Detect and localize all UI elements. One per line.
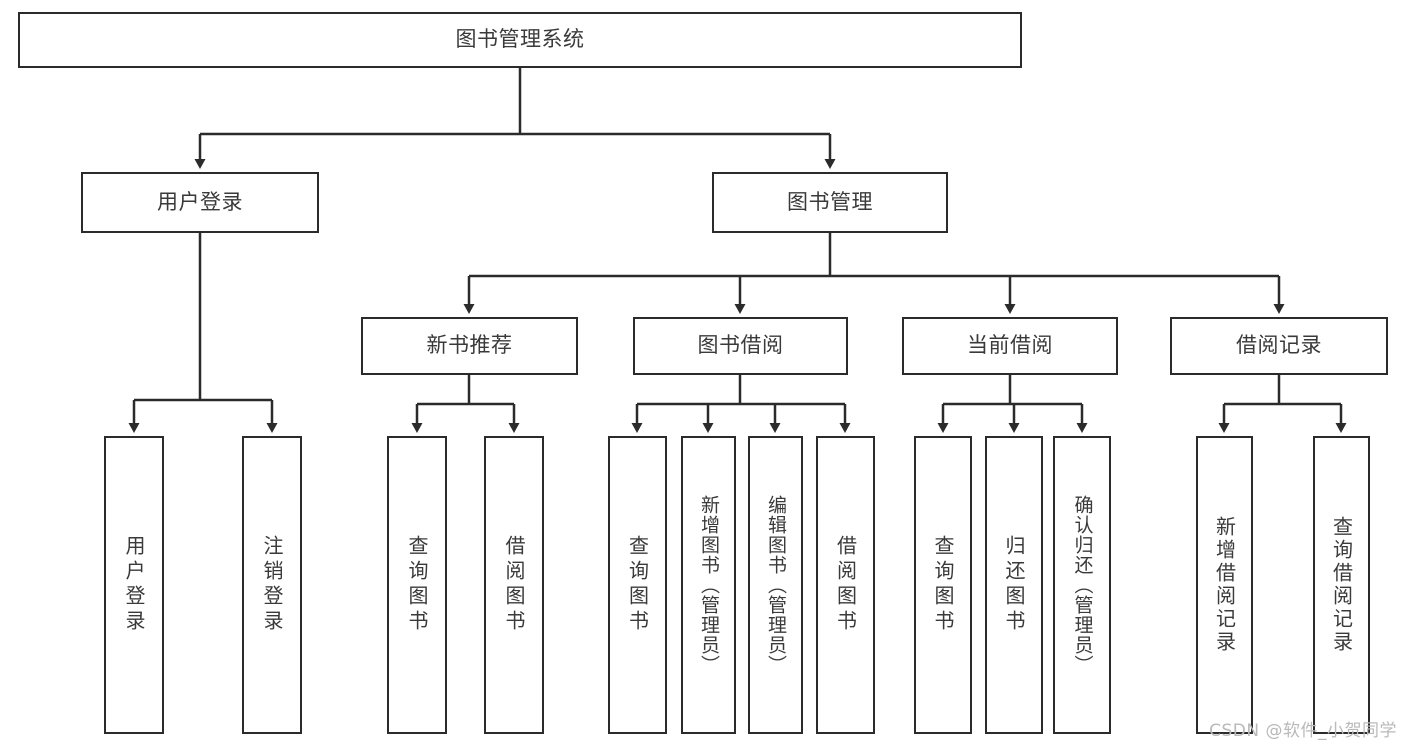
leaf-add-record[interactable]: 新增借阅记录 — [1196, 436, 1253, 734]
node-new-book-recommend-label: 新书推荐 — [426, 333, 513, 358]
leaf-user-login[interactable]: 用户登录 — [104, 436, 164, 734]
node-book-management[interactable]: 图书管理 — [712, 172, 948, 233]
leaf-confirm-return[interactable]: 确认归还（管理员） — [1053, 436, 1111, 734]
leaf-borrow-book-2-label: 借阅图书 — [833, 535, 858, 635]
edges-borrowrecord-to-leaves — [1218, 375, 1347, 433]
leaf-query-record-label: 查询借阅记录 — [1329, 516, 1354, 654]
node-current-borrow[interactable]: 当前借阅 — [902, 317, 1118, 375]
leaf-logout-label: 注销登录 — [260, 535, 284, 635]
node-book-management-label: 图书管理 — [787, 189, 873, 214]
leaf-borrow-book-1-label: 借阅图书 — [502, 535, 526, 635]
edges-newbook-to-leaves — [411, 375, 520, 433]
leaf-confirm-return-label: 确认归还（管理员） — [1071, 495, 1094, 675]
leaf-logout[interactable]: 注销登录 — [242, 436, 302, 734]
node-user-login[interactable]: 用户登录 — [81, 172, 319, 233]
node-book-borrow[interactable]: 图书借阅 — [633, 317, 848, 375]
leaf-add-book-label: 新增图书（管理员） — [698, 495, 720, 675]
leaf-add-record-label: 新增借阅记录 — [1212, 516, 1237, 654]
edges-bookborrow-to-leaves — [631, 375, 851, 433]
leaf-edit-book[interactable]: 编辑图书（管理员） — [748, 436, 803, 734]
leaf-borrow-book-2[interactable]: 借阅图书 — [816, 436, 875, 734]
edges-root-to-level1 — [194, 68, 836, 169]
leaf-query-book-3[interactable]: 查询图书 — [914, 436, 972, 734]
leaf-edit-book-label: 编辑图书（管理员） — [765, 495, 787, 675]
node-borrow-record[interactable]: 借阅记录 — [1170, 317, 1388, 375]
leaf-query-book-1-label: 查询图书 — [405, 535, 429, 635]
node-user-login-label: 用户登录 — [157, 189, 243, 214]
leaf-query-book-1[interactable]: 查询图书 — [387, 436, 447, 734]
edges-bookmgmt-to-level2 — [463, 233, 1285, 314]
leaf-query-book-3-label: 查询图书 — [931, 535, 955, 635]
node-new-book-recommend[interactable]: 新书推荐 — [361, 317, 578, 375]
leaf-return-book-label: 归还图书 — [1002, 535, 1026, 635]
leaf-user-login-label: 用户登录 — [122, 535, 146, 635]
leaf-return-book[interactable]: 归还图书 — [985, 436, 1043, 734]
node-book-borrow-label: 图书借阅 — [697, 333, 784, 358]
node-root[interactable]: 图书管理系统 — [18, 12, 1022, 68]
edges-currentborrow-to-leaves — [937, 375, 1088, 433]
node-root-label: 图书管理系统 — [455, 27, 585, 52]
leaf-borrow-book-1[interactable]: 借阅图书 — [484, 436, 544, 734]
leaf-add-book[interactable]: 新增图书（管理员） — [681, 436, 736, 734]
leaf-query-book-2[interactable]: 查询图书 — [608, 436, 667, 734]
edges-userlogin-to-leaves — [128, 233, 278, 433]
node-borrow-record-label: 借阅记录 — [1236, 333, 1322, 358]
node-current-borrow-label: 当前借阅 — [967, 333, 1053, 358]
leaf-query-record[interactable]: 查询借阅记录 — [1313, 436, 1370, 734]
csdn-watermark: CSDN @软件_小贺同学 — [1209, 721, 1397, 741]
leaf-query-book-2-label: 查询图书 — [625, 535, 650, 635]
